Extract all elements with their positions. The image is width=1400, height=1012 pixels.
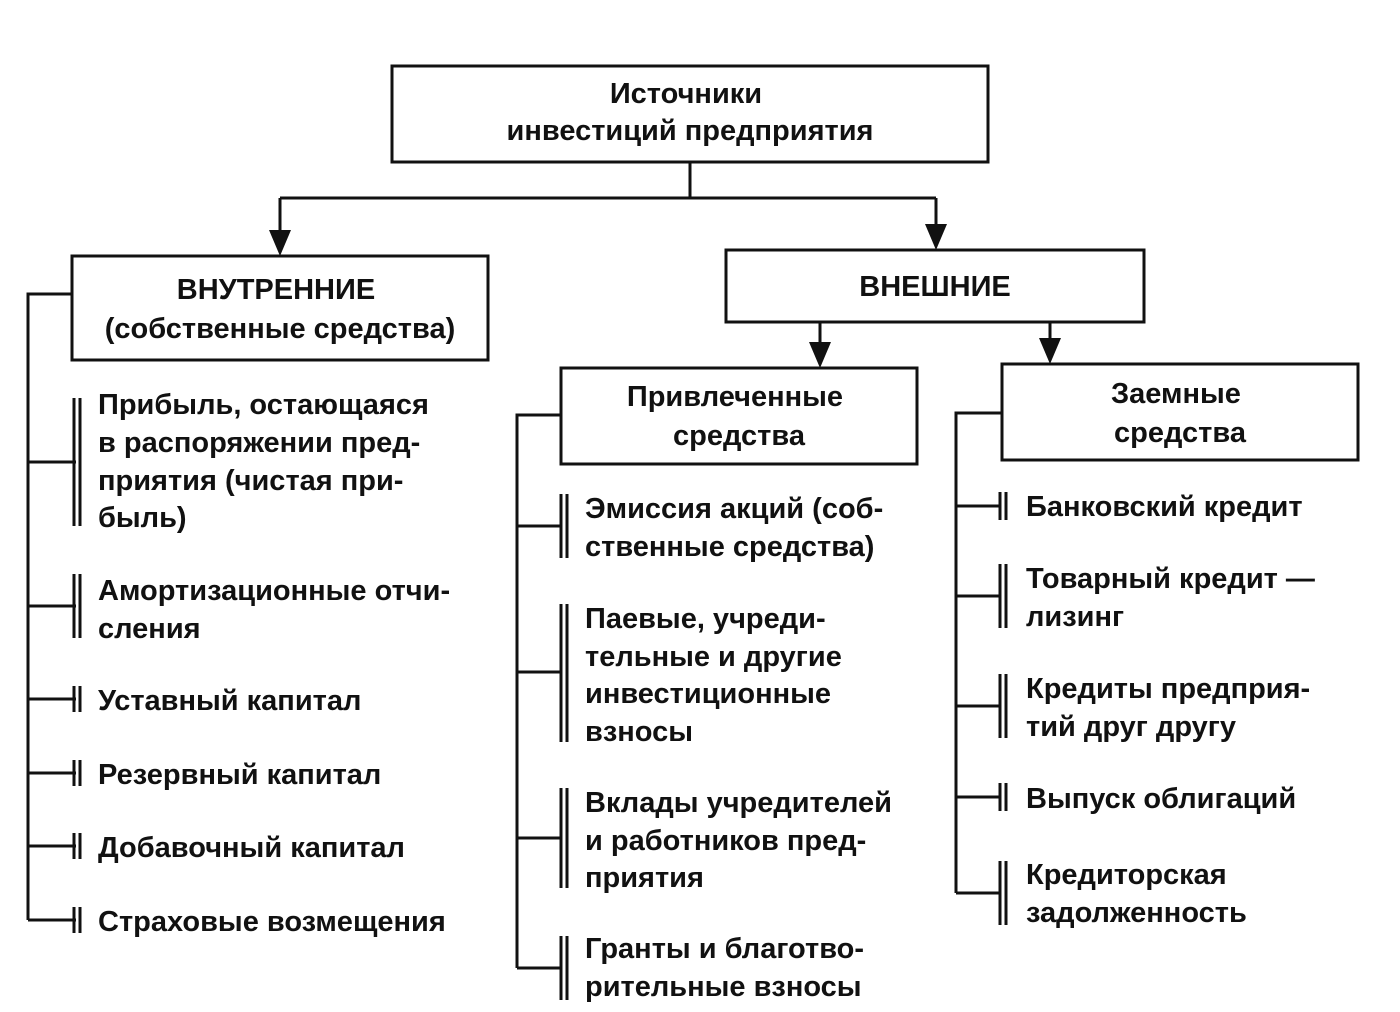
internal-item-reserve-capital: Резервный капитал [98, 759, 381, 791]
attracted-title-line-1: Привлеченные [627, 381, 843, 413]
arrow-to-external [925, 224, 947, 250]
borrowed-spine [954, 411, 1002, 893]
internal-node: ВНУТРЕННИЕ (собственные средства) [70, 254, 490, 362]
external-title: ВНЕШНИЕ [859, 271, 1011, 303]
item-line: ственные средства) [585, 531, 874, 563]
attracted-item-contributions: Паевые, учреди- тельные и другие инвести… [585, 603, 850, 748]
item-line: Паевые, учреди- [585, 603, 826, 635]
root-title-line-1: Источники [610, 78, 762, 110]
borrowed-item-bank-credit: Банковский кредит [1026, 491, 1303, 523]
internal-item-authorized-capital: Уставный капитал [98, 685, 361, 717]
item-line: лизинг [1026, 601, 1124, 633]
internal-item-insurance: Страховые возмещения [98, 906, 446, 938]
attracted-title-line-2: средства [673, 420, 806, 452]
arrow-to-borrowed [1039, 338, 1061, 364]
item-line: инвестиционные [585, 678, 831, 710]
attracted-item-deposits: Вклады учредителей и работников пред- пр… [585, 787, 900, 894]
internal-spine [26, 292, 72, 920]
item-line: Гранты и благотво- [585, 933, 864, 965]
borrowed-title-line-1: Заемные [1111, 378, 1241, 410]
attracted-items: Эмиссия акций (соб- ственные средства) П… [585, 493, 900, 1003]
item-line: Выпуск облигаций [1026, 783, 1296, 815]
item-line: Страховые возмещения [98, 906, 446, 938]
item-line: Резервный капитал [98, 759, 381, 791]
item-line: быль) [98, 502, 187, 534]
attracted-spine [515, 413, 561, 968]
borrowed-box [1000, 362, 1360, 462]
item-line: Эмиссия акций (соб- [585, 493, 883, 525]
arrow-to-internal [269, 230, 291, 256]
attracted-item-grants: Гранты и благотво- рительные взносы [585, 933, 872, 1003]
item-line: и работников пред- [585, 825, 866, 857]
item-line: Вклады учредителей [585, 787, 892, 819]
borrowed-item-trade-credit: Товарный кредит — лизинг [1026, 563, 1323, 633]
borrowed-items: Банковский кредит Товарный кредит — лизи… [1026, 491, 1323, 929]
item-line: Прибыль, остающаяся [98, 389, 429, 421]
item-line: Банковский кредит [1026, 491, 1303, 523]
item-line: тельные и другие [585, 641, 842, 673]
borrowed-title: Заемные средства [1111, 378, 1249, 449]
borrowed-item-bonds: Выпуск облигаций [1026, 783, 1296, 815]
item-line: Товарный кредит — [1026, 563, 1315, 595]
root-node: Источники инвестиций предприятия [390, 64, 990, 164]
attracted-item-share-issue: Эмиссия акций (соб- ственные средства) [585, 493, 891, 563]
item-line: тий друг другу [1026, 711, 1236, 743]
external-title-line-1: ВНЕШНИЕ [859, 271, 1011, 303]
borrowed-item-payables: Кредиторская задолженность [1026, 859, 1247, 929]
internal-title: ВНУТРЕННИЕ (собственные средства) [105, 274, 455, 345]
internal-title-line-2: (собственные средства) [105, 313, 455, 345]
item-line: рительные взносы [585, 971, 862, 1003]
item-line: взносы [585, 716, 693, 748]
internal-item-depreciation: Амортизационные отчи- сления [98, 575, 458, 645]
borrowed-title-line-2: средства [1114, 417, 1247, 449]
external-box [724, 248, 1146, 324]
internal-items: Прибыль, остающаяся в распоряжении пред-… [98, 389, 458, 938]
item-markers [72, 398, 1008, 1000]
attracted-box [559, 366, 919, 466]
attracted-node: Привлеченные средства [559, 366, 919, 466]
internal-item-additional-capital: Добавочный капитал [98, 832, 405, 864]
root-title-line-2: инвестиций предприятия [507, 115, 874, 147]
item-line: приятия [585, 862, 704, 894]
borrowed-item-inter-company-loans: Кредиты предприя- тий друг другу [1026, 673, 1318, 743]
root-title: Источники инвестиций предприятия [507, 78, 874, 147]
item-line: Уставный капитал [98, 685, 361, 717]
attracted-title: Привлеченные средства [627, 381, 851, 452]
root-box [390, 64, 990, 164]
item-line: Добавочный капитал [98, 832, 405, 864]
external-node: ВНЕШНИЕ [724, 248, 1146, 324]
connectors [26, 162, 1061, 970]
borrowed-node: Заемные средства [1000, 362, 1360, 462]
internal-box [70, 254, 490, 362]
internal-title-line-1: ВНУТРЕННИЕ [177, 274, 375, 306]
item-line: сления [98, 613, 201, 645]
item-line: задолженность [1026, 897, 1247, 929]
item-line: Амортизационные отчи- [98, 575, 450, 607]
item-line: Кредиты предприя- [1026, 673, 1310, 705]
item-line: приятия (чистая при- [98, 465, 403, 497]
arrow-to-attracted [809, 342, 831, 368]
internal-item-profit: Прибыль, остающаяся в распоряжении пред-… [98, 389, 437, 534]
item-line: Кредиторская [1026, 859, 1227, 891]
item-line: в распоряжении пред- [98, 427, 420, 459]
